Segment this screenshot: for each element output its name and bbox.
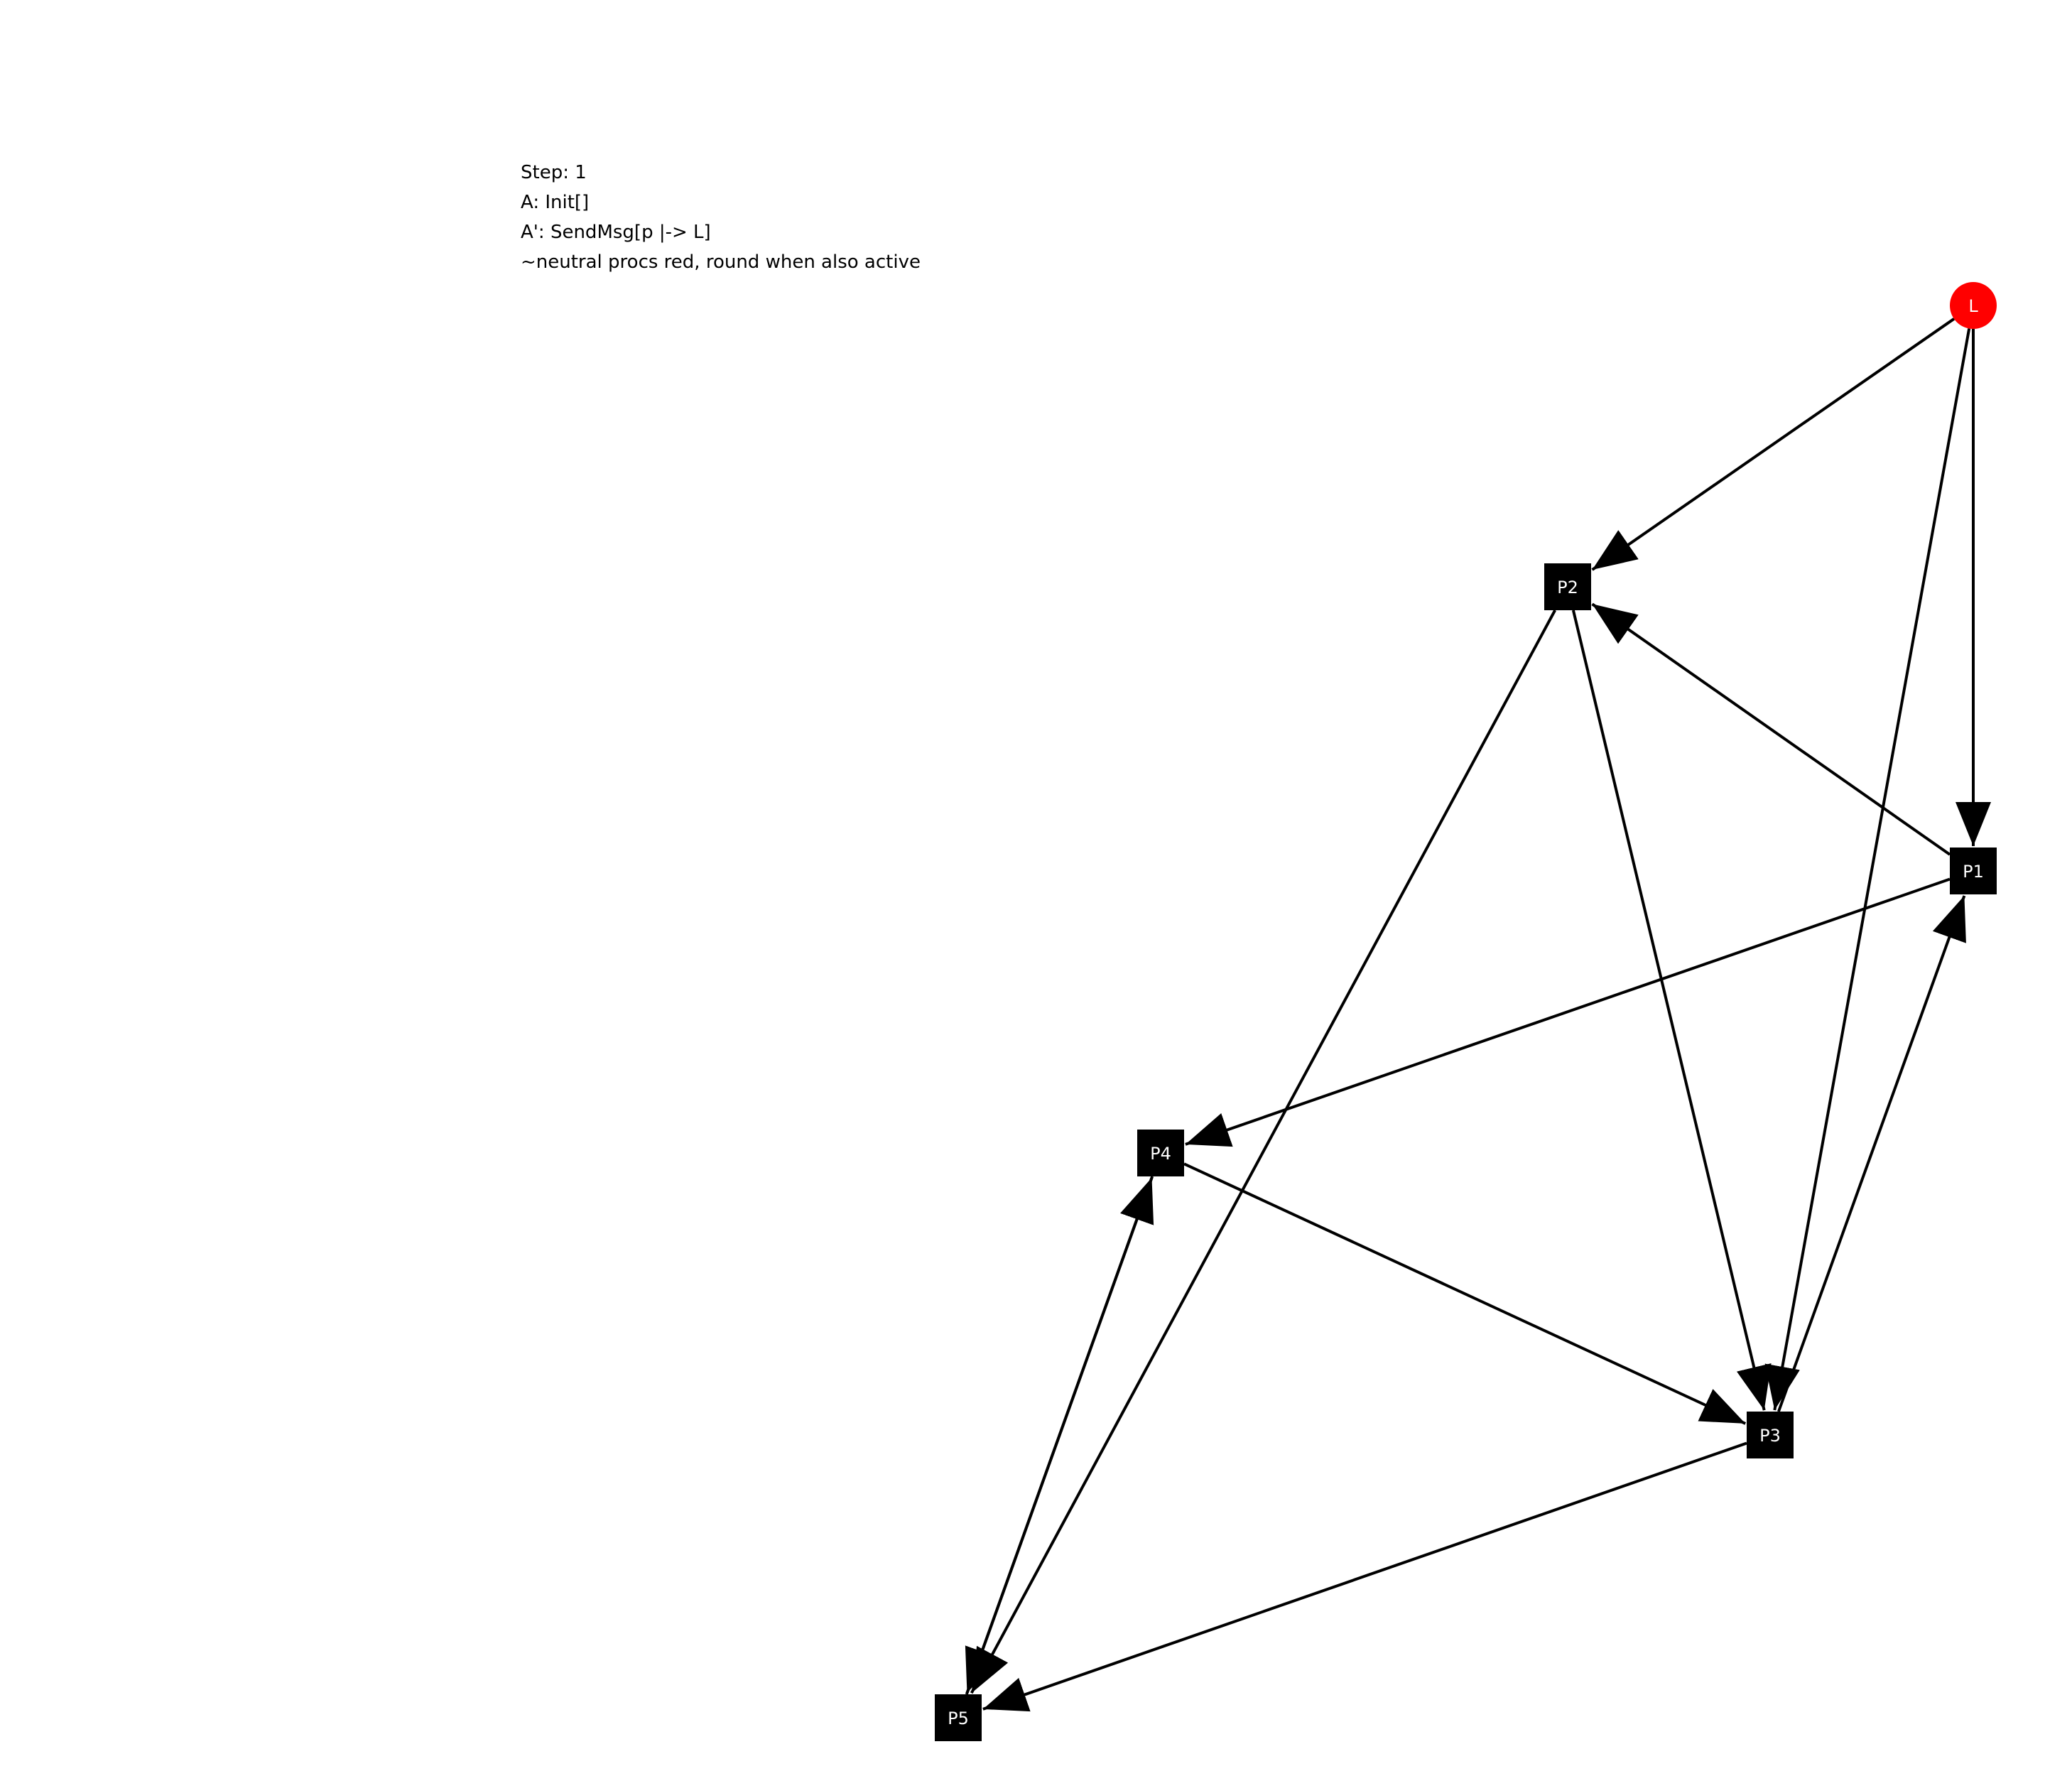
node-p3: P3 <box>1747 1412 1794 1458</box>
node-p5: P5 <box>935 1694 982 1741</box>
node-p5-square <box>935 1694 982 1741</box>
node-p3-square <box>1747 1412 1794 1458</box>
edge-p4-to-p3 <box>1183 1162 1747 1425</box>
edge-l-to-p2 <box>1591 318 1956 571</box>
edge-p1-to-p4 <box>1185 877 1951 1147</box>
action-label: A: Init[] <box>521 192 590 213</box>
edge-layer <box>965 318 1991 1712</box>
legend-label: ~neutral procs red, round when also acti… <box>521 251 921 273</box>
node-p3-label: P3 <box>1759 1426 1781 1446</box>
node-p2: P2 <box>1544 563 1591 610</box>
edge-p2-to-p5 <box>970 610 1556 1694</box>
edge-p1-to-p2 <box>1591 602 1951 856</box>
node-p4: P4 <box>1137 1130 1184 1176</box>
step-info-panel: Step: 1 A: Init[] A': SendMsg[p |-> L] ~… <box>521 158 921 277</box>
node-p1: P1 <box>1950 848 1997 894</box>
node-p4-label: P4 <box>1150 1144 1171 1164</box>
node-p5-label: P5 <box>948 1709 969 1728</box>
edge-l-to-p3 <box>1764 328 1971 1411</box>
node-p2-square <box>1544 563 1591 610</box>
node-p4-square <box>1137 1130 1184 1176</box>
edge-p3-to-p1 <box>1777 895 1966 1412</box>
edge-p2-to-p3 <box>1571 610 1772 1411</box>
node-p1-label: P1 <box>1963 862 1984 882</box>
node-p2-label: P2 <box>1557 578 1578 597</box>
node-l-circle <box>1950 282 1997 329</box>
node-p1-square <box>1950 848 1997 894</box>
node-l-label: L <box>1968 296 1978 316</box>
step-label: Step: 1 <box>521 162 587 183</box>
node-l: L <box>1950 282 1997 329</box>
next-action-label: A': SendMsg[p |-> L] <box>521 222 711 243</box>
edge-p5-to-p4 <box>965 1177 1154 1695</box>
edge-p3-to-p5 <box>982 1441 1747 1712</box>
